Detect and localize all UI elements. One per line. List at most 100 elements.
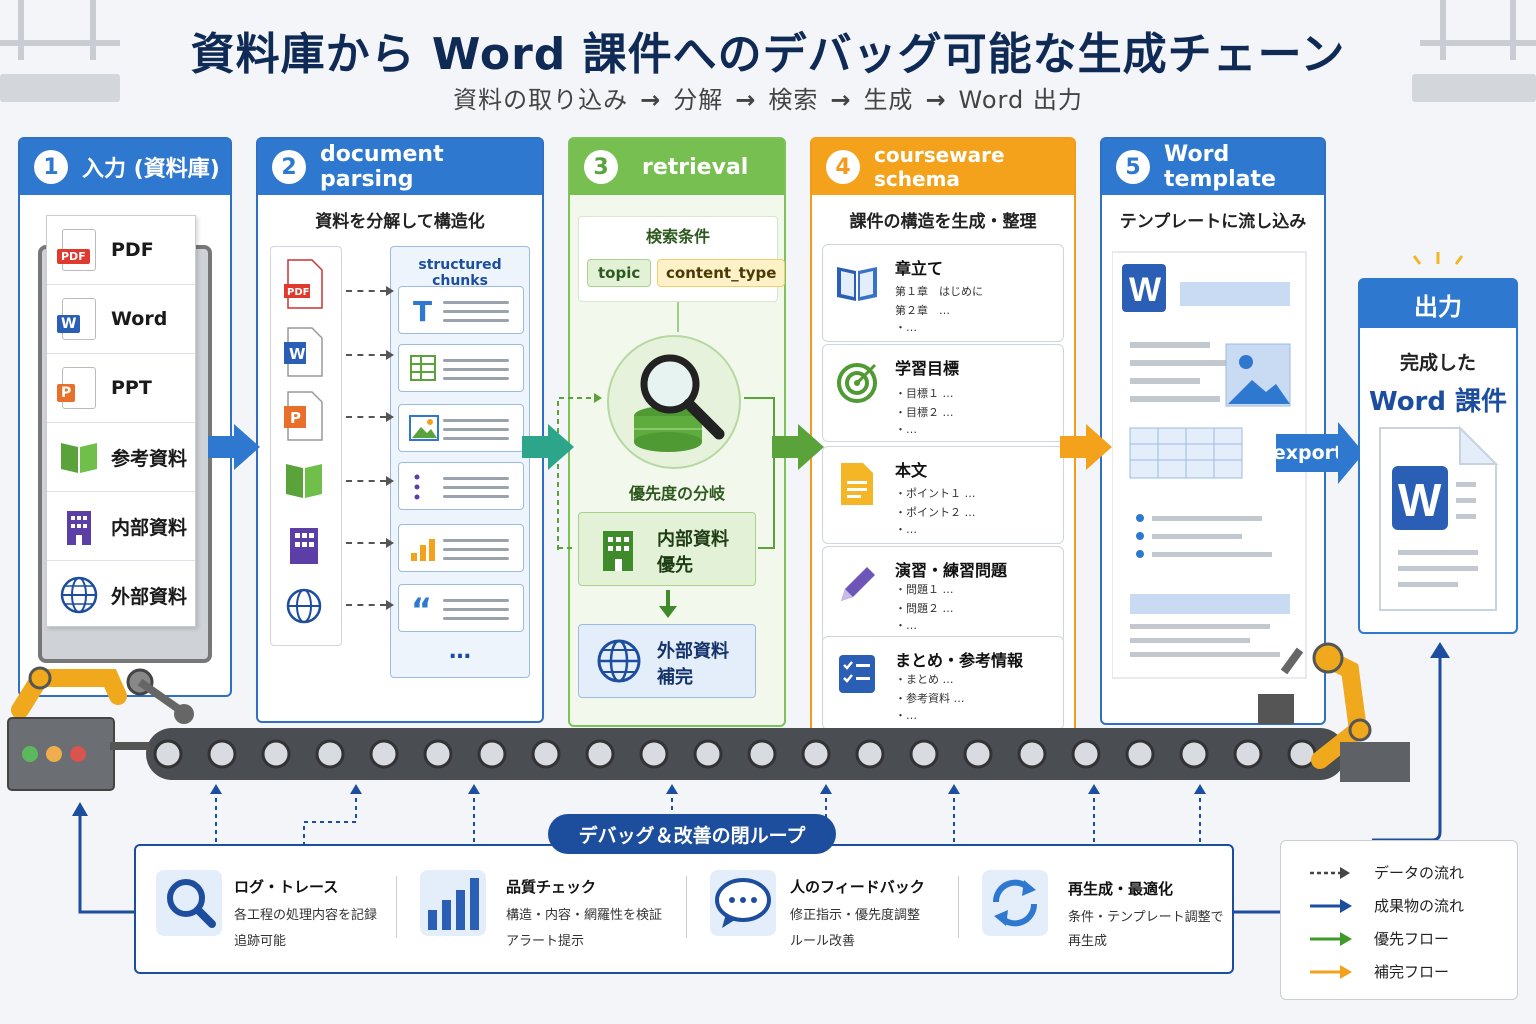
stage-number: 2 bbox=[272, 150, 306, 184]
lamp-icon bbox=[0, 0, 120, 102]
external-supplement-box: 外部資料補完 bbox=[578, 624, 756, 698]
schema-card-objectives: 学習目標 ・目標１ … ・目標２ … ・… bbox=[822, 344, 1064, 442]
arrow-icon: → bbox=[640, 86, 662, 114]
svg-text:W: W bbox=[1398, 474, 1442, 526]
step-label: 生成 bbox=[863, 86, 914, 114]
building-icon bbox=[290, 528, 318, 564]
priority-arrow bbox=[659, 590, 677, 618]
globe-icon bbox=[59, 573, 99, 617]
roller bbox=[477, 739, 507, 769]
roller bbox=[531, 739, 561, 769]
word-icon: W bbox=[57, 297, 99, 341]
output-line2: Word 課件 bbox=[1368, 387, 1508, 417]
image-icon bbox=[409, 415, 439, 441]
flow-arrow-icon bbox=[208, 424, 260, 470]
roller bbox=[963, 739, 993, 769]
roller bbox=[207, 739, 237, 769]
conveyor-belt bbox=[7, 642, 1410, 791]
roller bbox=[585, 739, 615, 769]
green-arrow-icon bbox=[1310, 931, 1352, 946]
internal-priority-box: 内部資料優先 bbox=[578, 512, 756, 586]
schema-card-chapters: 章立て 第１章 はじめに 第２章 … ・… bbox=[822, 244, 1064, 342]
legend-item: 成果物の流れ bbox=[1310, 895, 1464, 916]
step-label: 分解 bbox=[673, 86, 724, 114]
stage-number: 3 bbox=[584, 150, 618, 184]
page-subtitle: 資料の取り込み→分解→検索→生成→Word 出力 bbox=[0, 80, 1536, 115]
pencil-icon bbox=[841, 567, 875, 601]
building-icon bbox=[59, 504, 99, 548]
page-title: 資料庫から Word 課件へのデバッグ可能な生成チェーン bbox=[190, 29, 1346, 80]
roller bbox=[1071, 739, 1101, 769]
roller bbox=[153, 739, 183, 769]
word-icon: W bbox=[284, 327, 323, 377]
svg-text:“: “ bbox=[411, 591, 432, 621]
roller bbox=[1017, 739, 1047, 769]
svg-text:W: W bbox=[1129, 271, 1162, 309]
document-icon bbox=[841, 463, 873, 505]
template-document: W bbox=[1112, 251, 1307, 679]
feedback-loop-lines bbox=[72, 642, 1450, 914]
roller bbox=[855, 739, 885, 769]
ppt-icon: P bbox=[57, 366, 99, 410]
roller bbox=[801, 739, 831, 769]
loop-title: デバッグ＆改善の閉ループ bbox=[548, 814, 836, 854]
dashed-arrow-icon bbox=[1310, 866, 1350, 879]
data-flow-arrow bbox=[346, 350, 394, 360]
roller bbox=[1179, 739, 1209, 769]
table-placeholder-icon bbox=[1129, 427, 1243, 479]
stage-title: retrieval bbox=[642, 154, 749, 180]
checklist-icon bbox=[839, 655, 875, 693]
stage-number: 5 bbox=[1116, 150, 1150, 184]
stage-title: document parsing bbox=[320, 142, 444, 192]
step-label: 検索 bbox=[768, 86, 819, 114]
schema-card-body: 本文 ・ポイント１ … ・ポイント２ … ・… bbox=[822, 446, 1064, 544]
step-label: Word 出力 bbox=[958, 86, 1083, 114]
list-item: 内部資料 bbox=[47, 492, 195, 561]
chunk-text: T bbox=[398, 286, 524, 334]
external-supplement-label: 外部資料補完 bbox=[657, 641, 729, 688]
source-docs bbox=[270, 246, 342, 646]
roller bbox=[1233, 739, 1263, 769]
legend bbox=[1280, 840, 1518, 1000]
target-icon bbox=[837, 363, 877, 403]
quote-icon: “ bbox=[411, 591, 432, 621]
chunk-image bbox=[398, 404, 524, 452]
roller bbox=[639, 739, 669, 769]
legend-item: 補完フロー bbox=[1310, 961, 1449, 982]
stage-number: 1 bbox=[34, 150, 68, 184]
list-item: 参考資料 bbox=[47, 423, 195, 492]
chunk-table bbox=[398, 344, 524, 392]
schema-card-exercises: 演習・練習問題 ・問題１ … ・問題２ … ・… bbox=[822, 546, 1064, 644]
roller bbox=[369, 739, 399, 769]
step-label: 資料の取り込み bbox=[453, 86, 629, 114]
loop-arrows bbox=[210, 784, 1206, 850]
book-icon bbox=[59, 435, 99, 479]
roller bbox=[423, 739, 453, 769]
roller bbox=[747, 739, 777, 769]
bar-chart-icon bbox=[411, 539, 435, 561]
legend-item: 優先フロー bbox=[1310, 928, 1449, 949]
svg-text:PDF: PDF bbox=[287, 287, 309, 298]
stage-subtitle: 課件の構造を生成・整理 bbox=[849, 212, 1037, 232]
loop-item-log: ログ・トレース 各工程の処理内容を記録 追跡可能 bbox=[146, 868, 396, 949]
arrow-icon: → bbox=[925, 86, 947, 114]
list-icon bbox=[414, 474, 420, 500]
roller bbox=[261, 739, 291, 769]
data-flow-arrow bbox=[346, 600, 394, 610]
svg-text:W: W bbox=[289, 345, 306, 363]
list-item: 外部資料 bbox=[47, 561, 195, 629]
data-flow-arrow bbox=[346, 538, 394, 548]
svg-text:P: P bbox=[290, 409, 301, 427]
stage-title: 入力 (資料庫) bbox=[82, 157, 220, 182]
chunk-quote: “ bbox=[398, 584, 524, 632]
stage-header: 1 入力 (資料庫) bbox=[20, 139, 230, 195]
data-flow-arrow bbox=[346, 286, 394, 296]
globe-icon bbox=[286, 588, 322, 624]
stage-header: 3 retrieval bbox=[570, 139, 784, 195]
loop-item-feedback: 人のフィードバック 修正指示・優先度調整 ルール改善 bbox=[700, 868, 958, 949]
tag-topic: topic bbox=[587, 259, 652, 287]
